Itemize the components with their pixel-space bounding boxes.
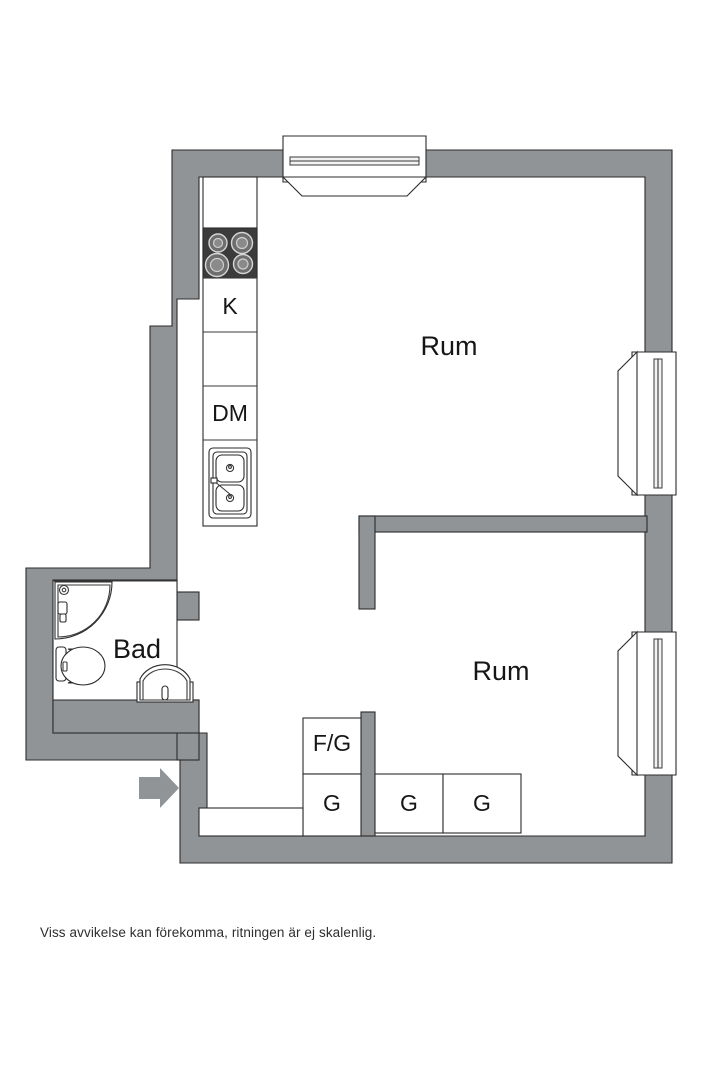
entrance-arrow bbox=[139, 768, 179, 808]
fixture-label-k: K bbox=[222, 293, 238, 319]
interior-walls bbox=[52, 515, 648, 837]
hall-divider-wall bbox=[360, 711, 376, 837]
cabinet-g3-box bbox=[442, 773, 522, 834]
window-right-upper bbox=[617, 350, 677, 497]
room-label-upper: Rum bbox=[420, 331, 477, 361]
window-top bbox=[281, 135, 428, 197]
toilet-icon bbox=[55, 646, 106, 686]
cabinet-fg-box bbox=[302, 717, 362, 775]
bathroom-fixtures bbox=[52, 579, 194, 703]
fixture-label-dm: DM bbox=[212, 400, 248, 426]
room-label-bathroom: Bad bbox=[113, 634, 161, 664]
plan-caption: Viss avvikelse kan förekomma, ritningen … bbox=[40, 925, 377, 940]
bath-wall-bottom-seg bbox=[52, 699, 200, 734]
partition-wall-vertical bbox=[358, 515, 376, 610]
washbasin-icon bbox=[136, 664, 194, 703]
fixture-label-g1: G bbox=[323, 790, 341, 816]
cabinet-g2-box bbox=[374, 773, 444, 834]
window-right-lower bbox=[617, 630, 677, 777]
lower-cabinet-run bbox=[198, 717, 522, 837]
room-label-lower: Rum bbox=[472, 656, 529, 686]
cabinet-g1-box bbox=[302, 773, 362, 837]
partition-wall-horizontal bbox=[358, 515, 648, 533]
fixture-label-g2: G bbox=[400, 790, 418, 816]
shower-icon bbox=[54, 581, 113, 640]
kitchen-run bbox=[202, 176, 258, 527]
fixture-label-fg: F/G bbox=[313, 730, 351, 756]
hall-recess bbox=[198, 807, 304, 837]
sink-icon bbox=[208, 447, 252, 519]
bath-spur-wall bbox=[176, 591, 200, 621]
fixture-label-g3: G bbox=[473, 790, 491, 816]
cooktop-icon bbox=[202, 227, 258, 279]
